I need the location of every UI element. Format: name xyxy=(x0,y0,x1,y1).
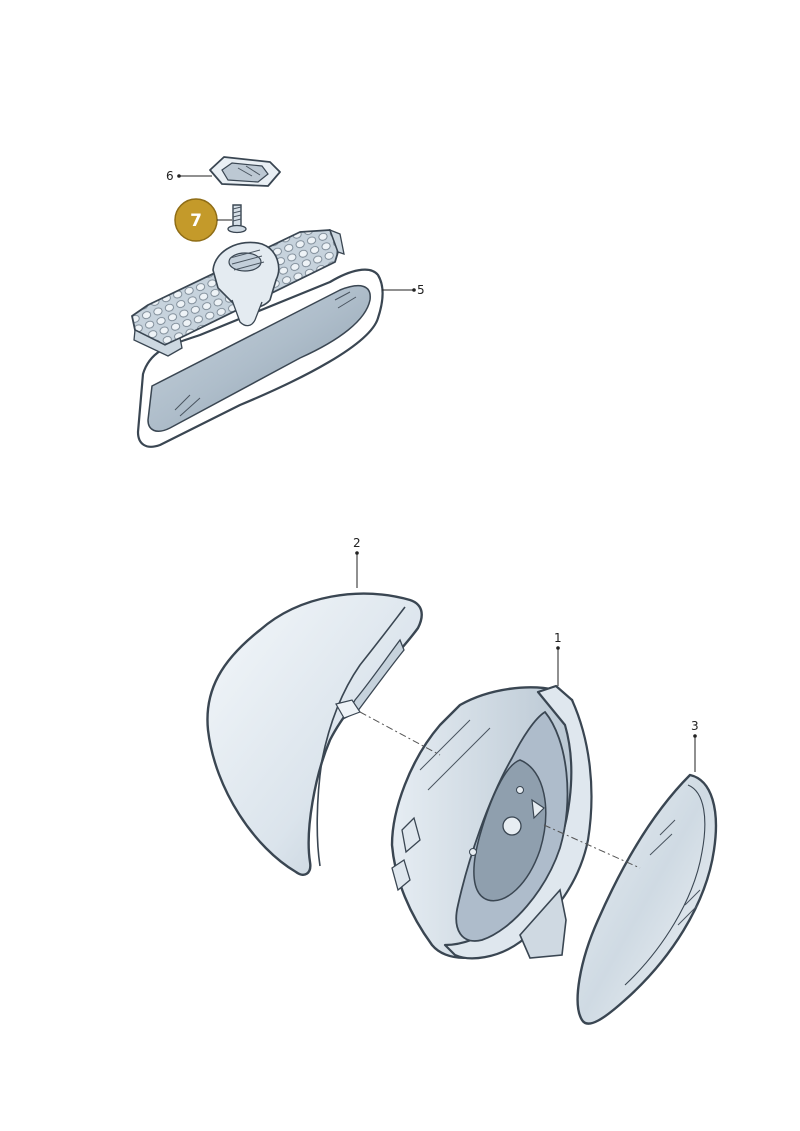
callout-7-badge[interactable]: 7 xyxy=(174,198,232,242)
callout-5-leader xyxy=(382,288,416,292)
mirror-housing-1 xyxy=(390,684,593,960)
callout-5: 5 xyxy=(417,283,425,297)
screw-7 xyxy=(227,204,247,234)
callout-2-leader xyxy=(355,551,359,588)
callout-6: 6 xyxy=(166,169,174,183)
mirror-glass-5 xyxy=(147,284,371,432)
callout-6-leader xyxy=(177,174,212,178)
mirror-glass-3 xyxy=(576,773,718,1025)
callout-1: 1 xyxy=(554,631,562,645)
mirror-cap-2 xyxy=(206,592,423,876)
interior-mirror xyxy=(131,228,384,448)
callout-7: 7 xyxy=(190,211,202,231)
mount-clip-6 xyxy=(209,156,281,187)
callout-2: 2 xyxy=(353,536,361,550)
callout-1-leader xyxy=(556,646,560,686)
callout-3-leader xyxy=(693,734,697,772)
callout-3: 3 xyxy=(691,719,699,733)
